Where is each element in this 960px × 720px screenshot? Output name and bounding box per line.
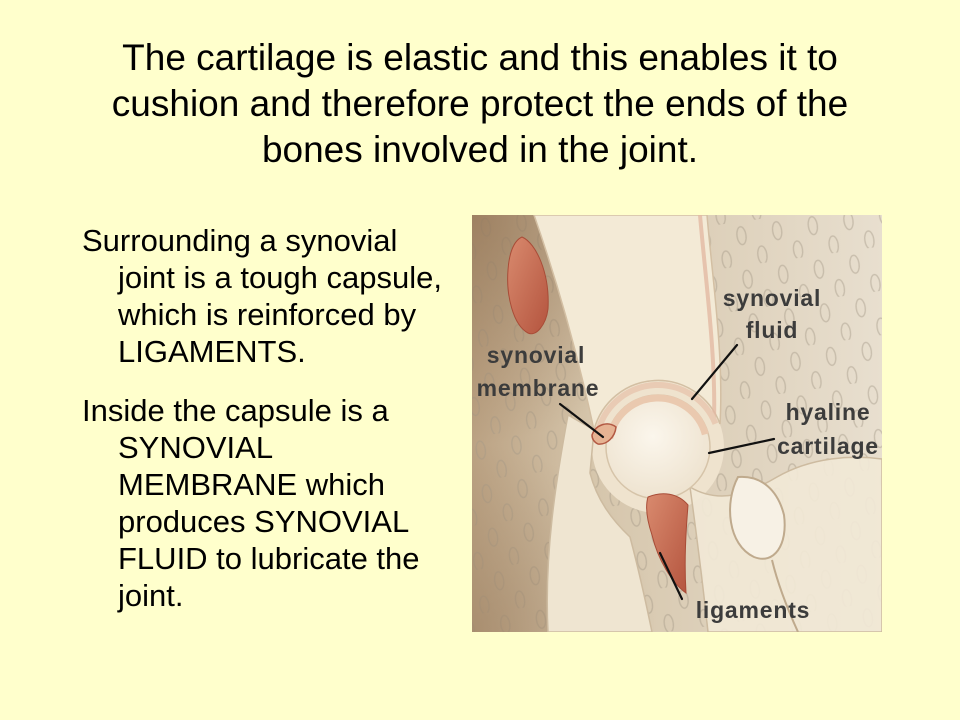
paragraph-line: joint. [118,578,184,613]
paragraph-synovial-membrane: Inside the capsule is a SYNOVIAL MEMBRAN… [82,392,462,614]
upper-bone [533,215,722,431]
trochanter-outline [729,475,786,560]
synovial-joint-diagram: synovial fluid synovial membrane hyaline… [472,215,882,632]
synovial-membrane-label: synovial membrane [477,342,600,401]
synovial-fluid-label: synovial fluid [723,285,821,343]
paragraph-line: produces SYNOVIAL [118,504,410,539]
shaft-edge-line [771,559,799,632]
title-line: bones involved in the joint. [261,129,699,170]
paragraph-line: MEMBRANE which [118,467,385,502]
upper-bone-capsule-edge [698,215,717,421]
label-line: membrane [477,375,600,401]
synovial-fluid-leader-line [690,343,739,401]
upper-capsule-membrane [507,236,549,335]
lower-ligament [646,493,689,595]
lower-left-bone [546,413,653,632]
label-line: synovial [487,342,585,368]
label-line: hyaline [786,399,871,425]
paragraph-line: SYNOVIAL [118,430,274,465]
label-line: synovial [723,285,821,311]
ligaments-label: ligaments [696,597,811,623]
label-line: fluid [746,317,799,343]
ligaments-leader-line [658,551,684,601]
paragraph-line: Inside the capsule is a [82,393,389,428]
paragraph-line: LIGAMENTS. [118,334,306,369]
paragraph-line: which is reinforced by [118,297,417,332]
synovial-membrane-leader-line [558,402,605,439]
paragraph-capsule: Surrounding a synovial joint is a tough … [82,222,462,370]
title-line: cushion and therefore protect the ends o… [111,83,849,124]
paragraph-line: joint is a tough capsule, [118,260,442,295]
slide-body-text: Surrounding a synovial joint is a tough … [82,222,462,614]
paragraph-line: FLUID to lubricate the [118,541,420,576]
hyaline-cartilage-label: hyaline cartilage [777,399,879,459]
socket-cartilage [595,382,719,430]
paragraph-line: Surrounding a synovial [82,223,398,258]
label-line: ligaments [696,597,811,623]
title-line: The cartilage is elastic and this enable… [122,37,838,78]
label-line: cartilage [777,433,879,459]
slide-title: The cartilage is elastic and this enable… [0,35,960,173]
hyaline-cartilage-cap [606,394,709,440]
synovial-membrane-lip [591,423,617,445]
hyaline-cartilage-leader-line [707,437,776,455]
